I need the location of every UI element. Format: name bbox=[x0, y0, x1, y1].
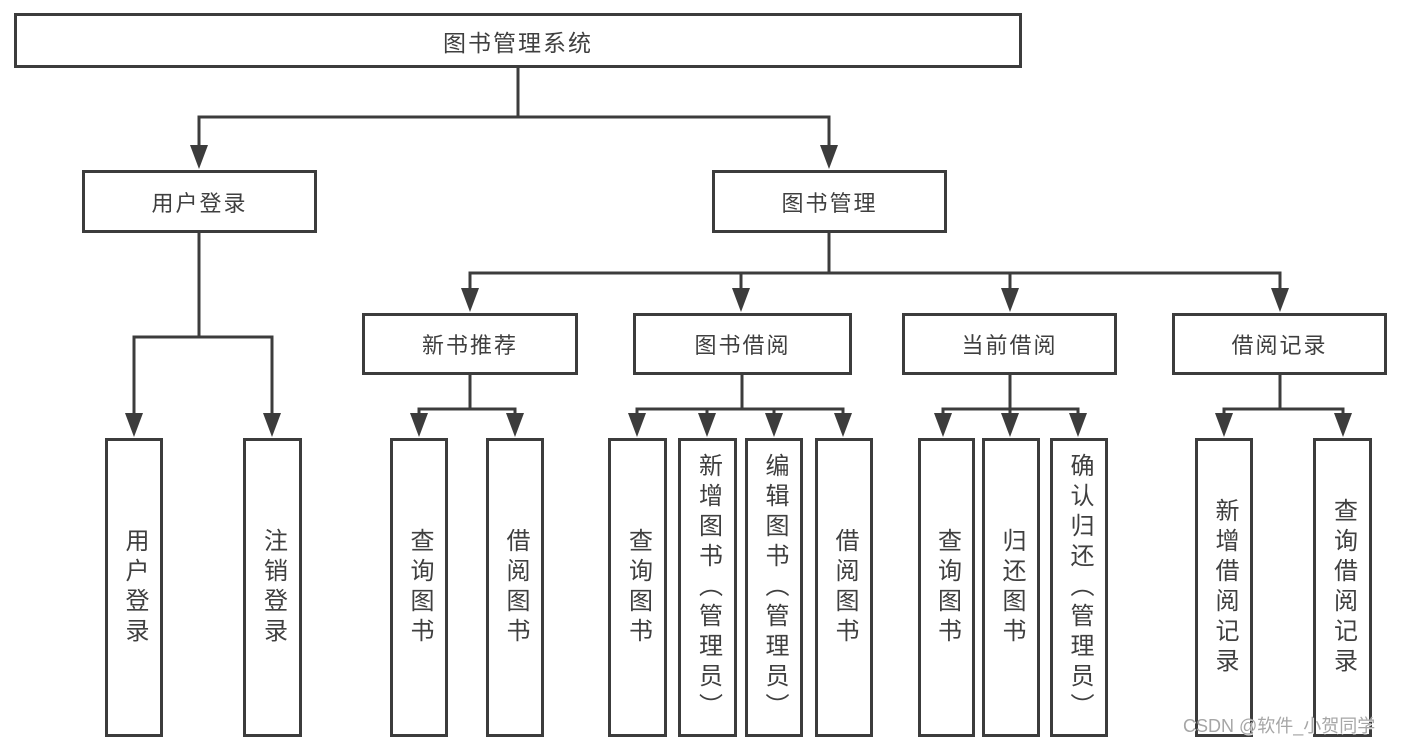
node-new-book-recommend: 新书推荐 bbox=[362, 313, 578, 375]
leaf-add-book-admin: 新增图书（管理员） bbox=[678, 438, 737, 737]
leaf-user-login: 用户登录 bbox=[105, 438, 163, 737]
leaf-add-borrow-record: 新增借阅记录 bbox=[1195, 438, 1253, 737]
leaf-label: 查询借阅记录 bbox=[1329, 497, 1357, 678]
bus-borrow-records bbox=[1222, 407, 1345, 416]
bus-book-management bbox=[468, 271, 1282, 290]
leaf-query-borrow-record: 查询借阅记录 bbox=[1313, 438, 1372, 737]
node-current-borrow: 当前借阅 bbox=[902, 313, 1117, 375]
csdn-watermark: CSDN @软件_小贺同学 bbox=[1183, 716, 1376, 736]
leaf-logout: 注销登录 bbox=[243, 438, 302, 737]
leaf-return-books: 归还图书 bbox=[982, 438, 1040, 737]
arrowheads bbox=[125, 145, 1352, 437]
bus-new-book-recommend bbox=[417, 407, 517, 416]
leaf-label: 借阅图书 bbox=[831, 527, 858, 648]
leaf-borrow-books: 借阅图书 bbox=[815, 438, 873, 737]
leaf-label: 归还图书 bbox=[998, 527, 1025, 648]
leaf-label: 查询图书 bbox=[933, 527, 961, 648]
leaf-edit-book-admin: 编辑图书（管理员） bbox=[745, 438, 803, 737]
bus-book-borrow bbox=[635, 407, 845, 416]
leaf-label: 新增借阅记录 bbox=[1211, 497, 1238, 678]
leaf-confirm-return-admin: 确认归还（管理员） bbox=[1050, 438, 1108, 737]
leaf-query-books-recommend: 查询图书 bbox=[390, 438, 448, 737]
leaf-label: 借阅图书 bbox=[502, 527, 529, 648]
leaf-query-books-current: 查询图书 bbox=[918, 438, 975, 737]
leaf-label: 注销登录 bbox=[259, 527, 287, 648]
leaf-query-books-borrow: 查询图书 bbox=[608, 438, 667, 737]
leaf-label: 用户登录 bbox=[121, 527, 148, 648]
node-book-management: 图书管理 bbox=[712, 170, 947, 233]
bus-root bbox=[197, 115, 831, 146]
node-borrow-records: 借阅记录 bbox=[1172, 313, 1387, 375]
node-user-login: 用户登录 bbox=[82, 170, 317, 233]
leaf-label: 查询图书 bbox=[624, 527, 652, 648]
leaf-borrow-books-recommend: 借阅图书 bbox=[486, 438, 544, 737]
bus-user-login bbox=[132, 335, 274, 416]
leaf-label: 新增图书（管理员） bbox=[694, 452, 722, 723]
node-book-borrow: 图书借阅 bbox=[633, 313, 852, 375]
leaf-label: 查询图书 bbox=[406, 527, 433, 648]
leaf-label: 确认归还（管理员） bbox=[1066, 452, 1093, 723]
leaf-label: 编辑图书（管理员） bbox=[761, 452, 788, 723]
node-root: 图书管理系统 bbox=[14, 13, 1022, 68]
